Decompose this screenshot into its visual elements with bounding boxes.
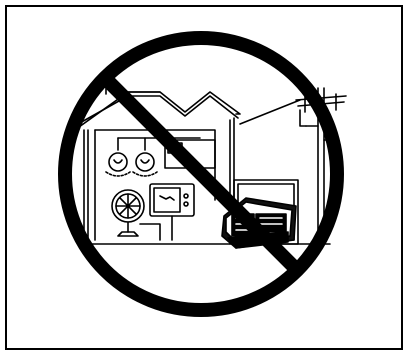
no-symbol-icon [65,38,337,310]
fan-icon [112,190,160,240]
microwave-icon [150,184,194,240]
